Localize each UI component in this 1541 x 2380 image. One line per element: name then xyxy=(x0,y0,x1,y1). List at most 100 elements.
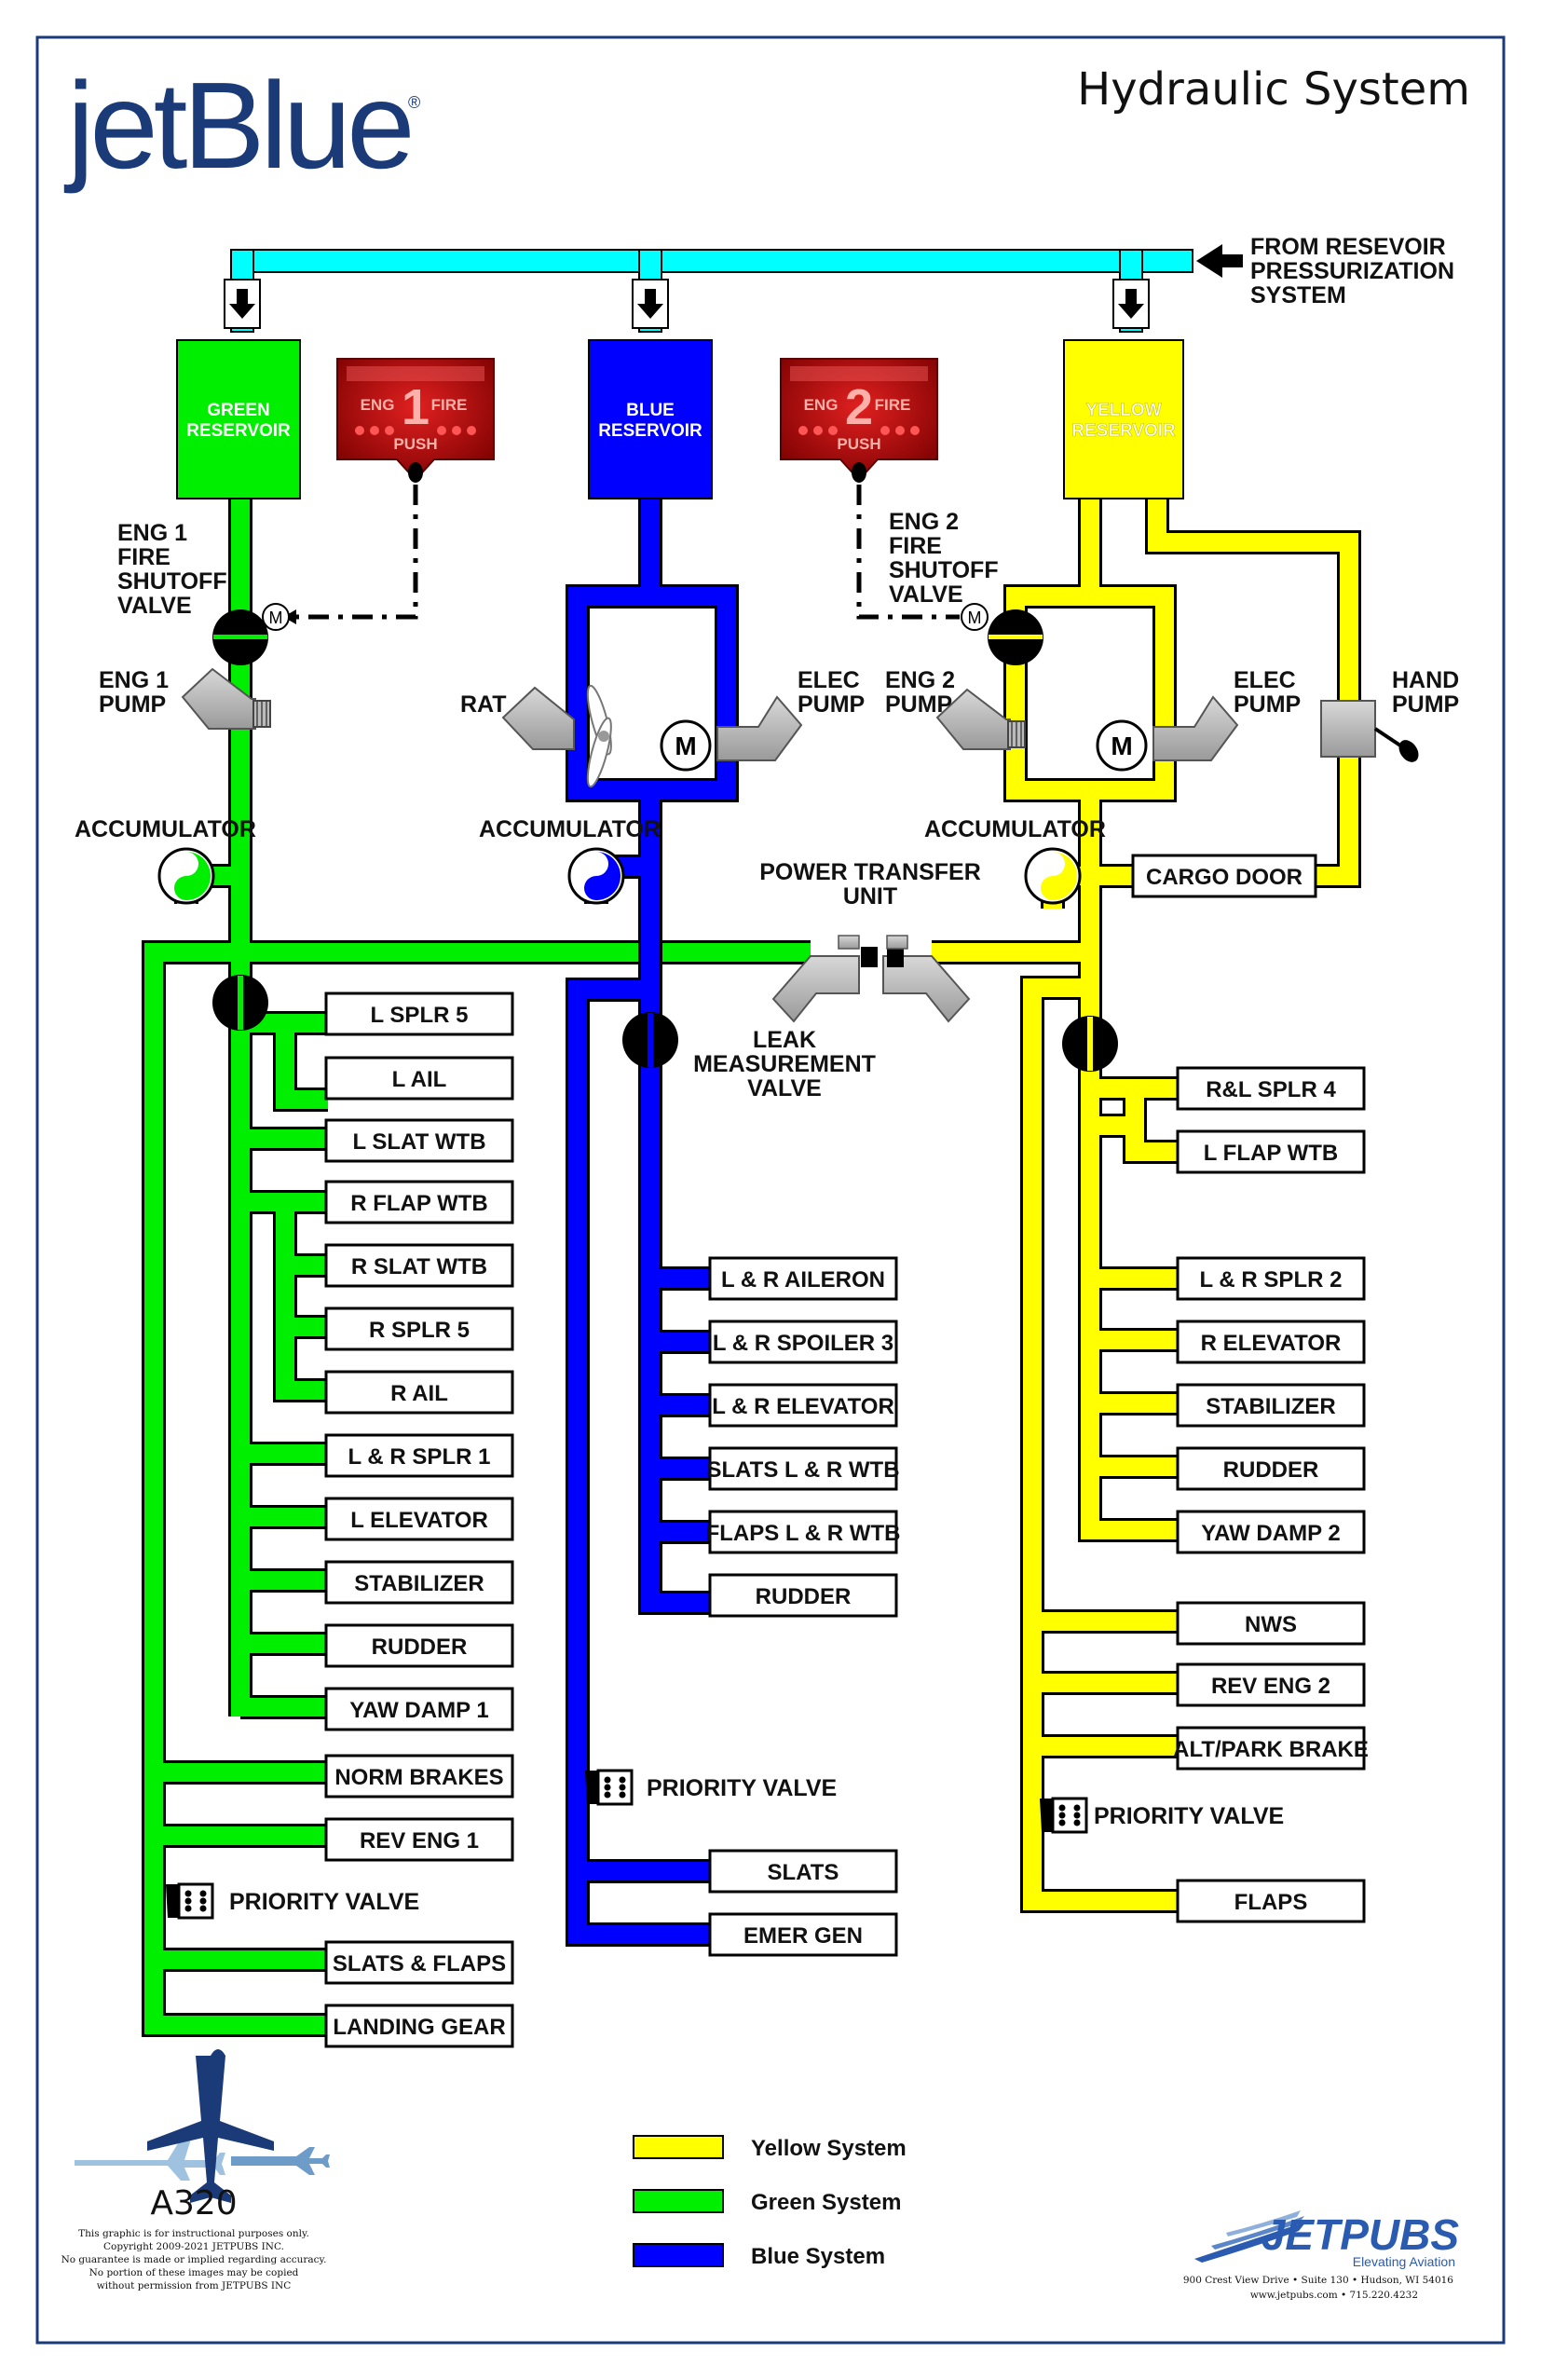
disclaimer-line-1: This graphic is for instructional purpos… xyxy=(78,2228,309,2239)
blue-box-label: EMER GEN xyxy=(743,1923,863,1949)
green-box-yaw-damp-1: YAW DAMP 1 xyxy=(324,1687,514,1731)
green-box-stabilizer: STABILIZER xyxy=(324,1560,514,1605)
publisher-tagline: Elevating Aviation xyxy=(1353,2254,1455,2269)
green-box-r-flap-wtb: R FLAP WTB xyxy=(324,1180,514,1224)
supply-arrow-icon xyxy=(1196,244,1243,278)
hand-pump-icon xyxy=(1320,700,1419,762)
green-box-frame xyxy=(324,1056,514,1101)
green-box-norm-brakes: NORM BRAKES xyxy=(324,1754,514,1799)
green-box-label: R AIL xyxy=(390,1381,448,1406)
yellow-box-alt-park-brake: ALT/PARK BRAKE xyxy=(1173,1726,1369,1771)
green-reservoir-label-2: RESERVOIR xyxy=(186,421,291,441)
publisher-web: www.jetpubs.com • 715.220.4232 xyxy=(1250,2290,1418,2301)
yellow-box-frame xyxy=(1176,1256,1366,1301)
green-box-label: RUDDER xyxy=(372,1635,468,1660)
eng2-valve-line-3: SHUTOFF xyxy=(889,557,999,583)
eng1-pump-icon xyxy=(181,667,271,730)
green-box-frame xyxy=(324,1817,514,1862)
green-box-r-splr-5: R SPLR 5 xyxy=(324,1306,514,1351)
blue-elec-pump-icon xyxy=(716,695,803,761)
eng2-handle-number: 2 xyxy=(845,379,873,435)
eng1-valve-line-3: SHUTOFF xyxy=(117,568,227,595)
green-box-label: REV ENG 1 xyxy=(360,1828,479,1853)
yellow-box-flaps: FLAPS xyxy=(1176,1879,1366,1923)
green-box-frame xyxy=(324,992,514,1036)
blue-box-rudder: RUDDER xyxy=(708,1573,898,1618)
yellow-box-nws: NWS xyxy=(1176,1601,1366,1646)
yellow-box-frame xyxy=(1176,1726,1366,1771)
ptu-label-2: UNIT xyxy=(843,883,897,910)
green-box-slats-and-flaps: SLATS & FLAPS xyxy=(324,1940,514,1985)
eng2-pump-label-1: ENG 2 xyxy=(885,667,955,693)
yellow-box-label: STABILIZER xyxy=(1206,1394,1336,1419)
hand-pump-label-2: PUMP xyxy=(1392,691,1459,718)
yellow-box-label: YAW DAMP 2 xyxy=(1201,1521,1340,1546)
yellow-accumulator-icon xyxy=(1024,847,1082,905)
yellow-box-label: L & R SPLR 2 xyxy=(1200,1267,1343,1293)
blue-box-frame xyxy=(708,1573,898,1618)
green-box-frame xyxy=(324,1433,514,1478)
yellow-box-l-flap-wtb: L FLAP WTB xyxy=(1176,1129,1366,1174)
green-box-frame xyxy=(324,1306,514,1351)
blue-reservoir-label-2: RESERVOIR xyxy=(598,421,702,441)
eng1-valve-line-1: ENG 1 xyxy=(117,520,187,546)
blue-reservoir xyxy=(588,339,713,499)
blue-box-frame xyxy=(708,1510,898,1554)
yellow-manifold-valve xyxy=(1062,1016,1118,1072)
green-box-label: YAW DAMP 1 xyxy=(349,1698,488,1723)
green-box-frame xyxy=(324,1180,514,1224)
eng1-fire-valve-label: ENG 1 FIRE SHUTOFF VALVE xyxy=(117,520,227,619)
green-box-frame xyxy=(324,1623,514,1668)
yellow-elec-pump-icon xyxy=(1152,695,1239,761)
eng2-valve-line-4: VALVE xyxy=(889,581,963,608)
green-box-l-elevator: L ELEVATOR xyxy=(324,1497,514,1541)
yellow-box-frame xyxy=(1176,1320,1366,1364)
yellow-box-frame xyxy=(1176,1510,1366,1554)
eng1-fire-control-line xyxy=(296,485,418,620)
yellow-box-label: R&L SPLR 4 xyxy=(1206,1077,1336,1102)
green-reservoir xyxy=(176,339,301,499)
eng1-valve-motor-label: M xyxy=(269,609,283,627)
green-box-r-ail: R AIL xyxy=(324,1370,514,1415)
green-box-frame xyxy=(324,2004,514,2048)
blue-box-l-and-r-elevator: L & R ELEVATOR xyxy=(708,1383,898,1428)
yellow-box-label: ALT/PARK BRAKE xyxy=(1173,1737,1369,1762)
yellow-elec-pump-label-2: PUMP xyxy=(1234,691,1301,718)
eng2-fire-handle: ENG 2 FIRE PUSH xyxy=(780,358,938,483)
blue-box-slats: SLATS xyxy=(708,1849,898,1894)
yellow-box-randl-splr-4: R&L SPLR 4 xyxy=(1176,1066,1366,1111)
green-box-frame xyxy=(324,1687,514,1731)
yellow-accumulator-label: ACCUMULATOR xyxy=(924,816,1106,842)
supply-label: FROM RESEVOIR PRESSURIZATION SYSTEM xyxy=(1250,234,1454,308)
eng1-pump-label-1: ENG 1 xyxy=(99,667,169,693)
power-transfer-unit-icon xyxy=(771,935,971,1023)
leak-valve-label-1: LEAK xyxy=(753,1027,816,1053)
green-box-label: SLATS & FLAPS xyxy=(333,1951,506,1976)
yellow-box-frame xyxy=(1176,1129,1366,1174)
eng2-pump-icon xyxy=(935,688,1026,750)
eng2-valve-line-2: FIRE xyxy=(889,533,942,559)
leak-measurement-valve xyxy=(622,1012,678,1068)
green-accumulator-icon xyxy=(157,847,215,905)
eng1-pump-label-2: PUMP xyxy=(99,691,166,718)
page-title: Hydraulic System xyxy=(1077,63,1470,116)
blue-box-label: SLATS L & R WTB xyxy=(706,1457,899,1483)
cyan-supply-lines xyxy=(230,249,1193,333)
blue-elec-pump-label-2: PUMP xyxy=(798,691,865,718)
yellow-box-frame xyxy=(1176,1662,1366,1707)
green-box-label: STABILIZER xyxy=(354,1571,484,1596)
green-box-frame xyxy=(324,1370,514,1415)
green-box-label: NORM BRAKES xyxy=(334,1765,503,1790)
yellow-box-label: NWS xyxy=(1245,1612,1297,1637)
legend-swatch-yellow xyxy=(633,2135,724,2159)
blue-box-label: L & R ELEVATOR xyxy=(712,1394,894,1419)
blue-motor-label: M xyxy=(675,732,696,760)
ptu-label-1: POWER TRANSFER xyxy=(759,859,981,885)
green-box-l-ail: L AIL xyxy=(324,1056,514,1101)
blue-accumulator-icon xyxy=(567,847,625,905)
eng1-handle-push: PUSH xyxy=(393,435,437,453)
legend-label-yellow: Yellow System xyxy=(751,2136,907,2161)
disclaimer-line-4: No portion of these images may be copied xyxy=(89,2267,299,2278)
